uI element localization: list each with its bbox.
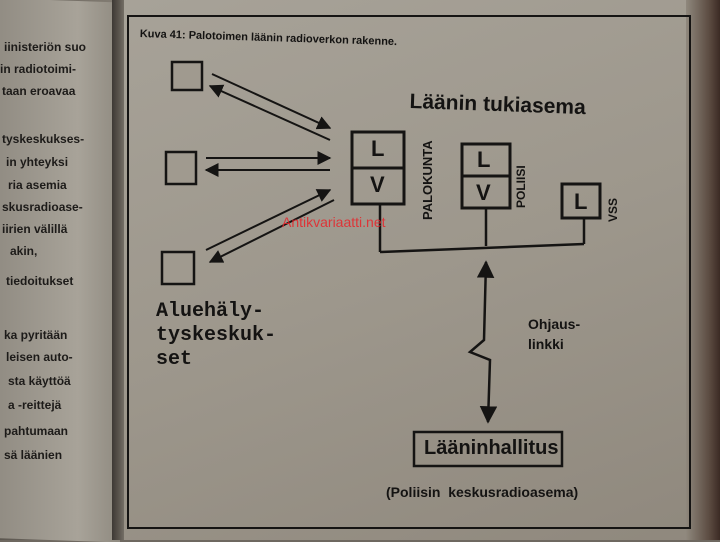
left-text-line: sta käyttöä [8,374,71,388]
left-text-line: tiedoitukset [6,274,74,288]
left-text-line: iirien välillä [2,222,68,236]
regional-center-box [164,150,198,186]
left-text-line: taan eroavaa [2,84,76,98]
radio-link-arrow [208,84,331,141]
watermark: Antikvariaatti.net [282,214,386,230]
regional-label-line: set [156,348,193,371]
left-text-line: a -reittejä [8,398,62,412]
control-link-label: Ohjaus- linkki [528,314,580,354]
bus-line [379,242,585,254]
control-link-arrow [467,260,498,424]
provincial-gov-box [412,430,564,468]
provincial-gov-note: (Poliisin keskusradioasema) [386,484,579,500]
left-text-line: sä läänien [4,448,63,462]
left-text-line: akin, [10,244,38,258]
poliisi-l: L [477,147,491,172]
left-text-line: tyskeskukses- [2,132,85,146]
left-text-line: in radiotoimi- [0,62,76,76]
left-text-line: ka pyritään [4,328,68,342]
regional-label-line: Aluehäly- [156,300,265,323]
palokunta-l: L [371,136,385,161]
vss-l: L [574,189,588,214]
figure-frame [127,15,691,529]
provincial-gov-title: Lääninhallitus [424,437,559,459]
left-text-line: iinisteriön suo [4,40,87,54]
left-text-line: pahtumaan [4,424,69,438]
palokunta-label: PALOKUNTA [420,140,435,220]
regional-centers-label: Aluehäly- tyskeskuk- set [156,300,276,372]
left-page-text: iinisteriön suo in radiotoimi- taan eroa… [0,0,112,540]
vss-unit [560,182,602,220]
left-text-line: ria asemia [8,178,67,192]
control-link-line: linkki [528,336,564,352]
regional-center-box [160,250,196,286]
palokunta-v: V [370,172,385,197]
vss-label: VSS [606,197,620,222]
radio-link-arrow [211,73,332,130]
poliisi-v: V [476,180,491,205]
page-edge [686,0,720,540]
regional-label-line: tyskeskuk- [156,324,277,347]
poliisi-label: POLIISI [514,165,528,208]
left-text-line: in yhteyksi [6,155,69,169]
left-text-line: leisen auto- [6,350,73,364]
book-spine [112,0,126,540]
left-text-line: skusradioase- [2,200,83,214]
radio-link-arrow [208,199,335,263]
control-link-line: Ohjaus- [528,316,581,332]
regional-center-box [170,60,204,92]
radio-link-arrow [205,189,332,251]
